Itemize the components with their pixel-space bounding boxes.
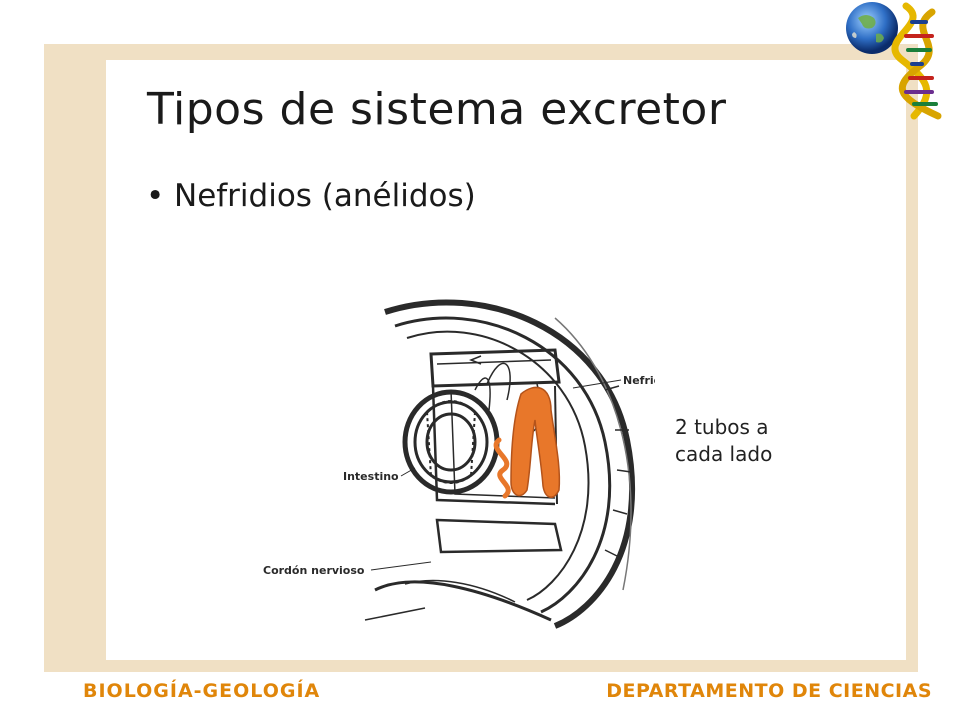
footer-department: DEPARTAMENTO DE CIENCIAS — [606, 680, 932, 702]
globe-dna-helix-icon — [846, 2, 942, 120]
bullet-dot-icon: • — [146, 178, 165, 214]
label-intestino: Intestino — [343, 470, 399, 483]
label-nefridio: Nefridio — [623, 374, 655, 387]
slide-content-area — [106, 60, 906, 660]
slide-title: Tipos de sistema excretor — [147, 84, 727, 135]
annelid-cross-section-figure: Nefridio Intestino Cordón nervioso — [263, 299, 655, 629]
bullet-text: Nefridios (anélidos) — [174, 178, 476, 214]
annotation-line-1: 2 tubos a — [675, 415, 769, 439]
annotation-text: 2 tubos a cada lado — [675, 414, 805, 468]
annotation-line-2: cada lado — [675, 442, 773, 466]
label-cordon-nervioso: Cordón nervioso — [263, 564, 365, 577]
footer-subject: BIOLOGÍA-GEOLOGÍA — [83, 680, 321, 702]
bullet-item: •Nefridios (anélidos) — [146, 178, 476, 214]
